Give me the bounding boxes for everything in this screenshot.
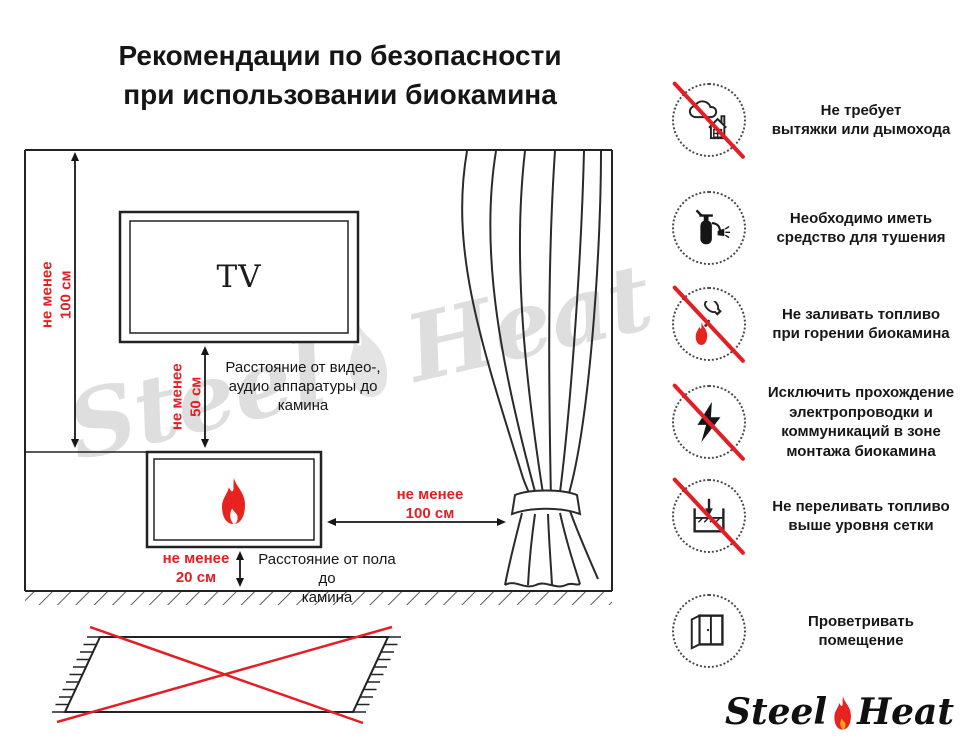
icon-circle [672, 476, 746, 556]
rug [52, 625, 401, 725]
flame-icon [222, 478, 245, 524]
dim-arrow-20 [236, 551, 244, 587]
logo-flame-icon [834, 696, 852, 730]
curtain [461, 150, 602, 588]
rug-cross [56, 625, 393, 725]
room-outline [24, 149, 613, 592]
recommendation-ventilate: Проветривать помещение [672, 594, 964, 668]
recommendation-no-refuel: Не заливать топливо при горении биокамин… [672, 284, 964, 364]
logo-steel: Steel [725, 691, 828, 733]
dim-arrow-100-curtain [327, 518, 506, 526]
tv-label: TV [216, 259, 262, 295]
icon-circle [672, 80, 746, 160]
note-floor-distance: Расстояние от пола до камина [258, 551, 396, 606]
recommendation-no-overfill: Не переливать топливо выше уровня сетки [672, 476, 964, 556]
recommendation-no-chimney: Не требует вытяжки или дымохода [672, 80, 964, 160]
recommendation-label: Исключить прохождение электропроводки и … [767, 384, 955, 460]
page-title: Рекомендации по безопасности при использ… [118, 40, 562, 111]
ventilate-icon [690, 614, 724, 650]
rug-fringe-right [353, 636, 401, 713]
no-refuel-while-burning-icon [695, 301, 722, 346]
tv [118, 210, 360, 344]
dimension-50cm-av: не менее 50 см [168, 363, 204, 431]
note-av-distance: Расстояние от видео-, аудио аппаратуры д… [225, 359, 381, 414]
floor-hatch [25, 592, 612, 605]
icon-circle [672, 284, 746, 364]
red-cross-line [672, 284, 746, 364]
recommendation-label: Проветривать помещение [808, 612, 914, 650]
recommendation-label: Не переливать топливо выше уровня сетки [772, 497, 950, 535]
logo-heat: Heat [857, 691, 954, 733]
icon-circle [672, 382, 746, 462]
rug-fringe-left [52, 636, 100, 713]
icon-circle [672, 594, 746, 668]
recommendation-label: Не требует вытяжки или дымохода [771, 101, 951, 139]
dimension-20cm-floor: не менее 20 см [162, 550, 230, 586]
recommendation-no-wiring: Исключить прохождение электропроводки и … [672, 382, 964, 462]
fireplace [145, 450, 323, 549]
recommendation-label: Не заливать топливо при горении биокамин… [772, 305, 950, 343]
room-diagram [24, 149, 613, 725]
red-cross-line [672, 476, 746, 556]
dimension-100cm-wall: не менее 100 см [38, 261, 74, 329]
recommendation-label: Необходимо иметь средство для тушения [776, 209, 946, 247]
icon-circle [672, 191, 746, 265]
red-cross-line [672, 382, 746, 462]
extinguisher-icon [695, 209, 731, 245]
dim-arrow-100-left [71, 152, 79, 448]
steelheat-logo: Steel Heat [725, 694, 954, 730]
red-cross-line [672, 80, 746, 160]
recommendation-extinguisher: Необходимо иметь средство для тушения [672, 191, 964, 265]
dim-arrow-50 [201, 346, 209, 448]
dimension-100cm-curtain: не менее 100 см [396, 486, 464, 522]
